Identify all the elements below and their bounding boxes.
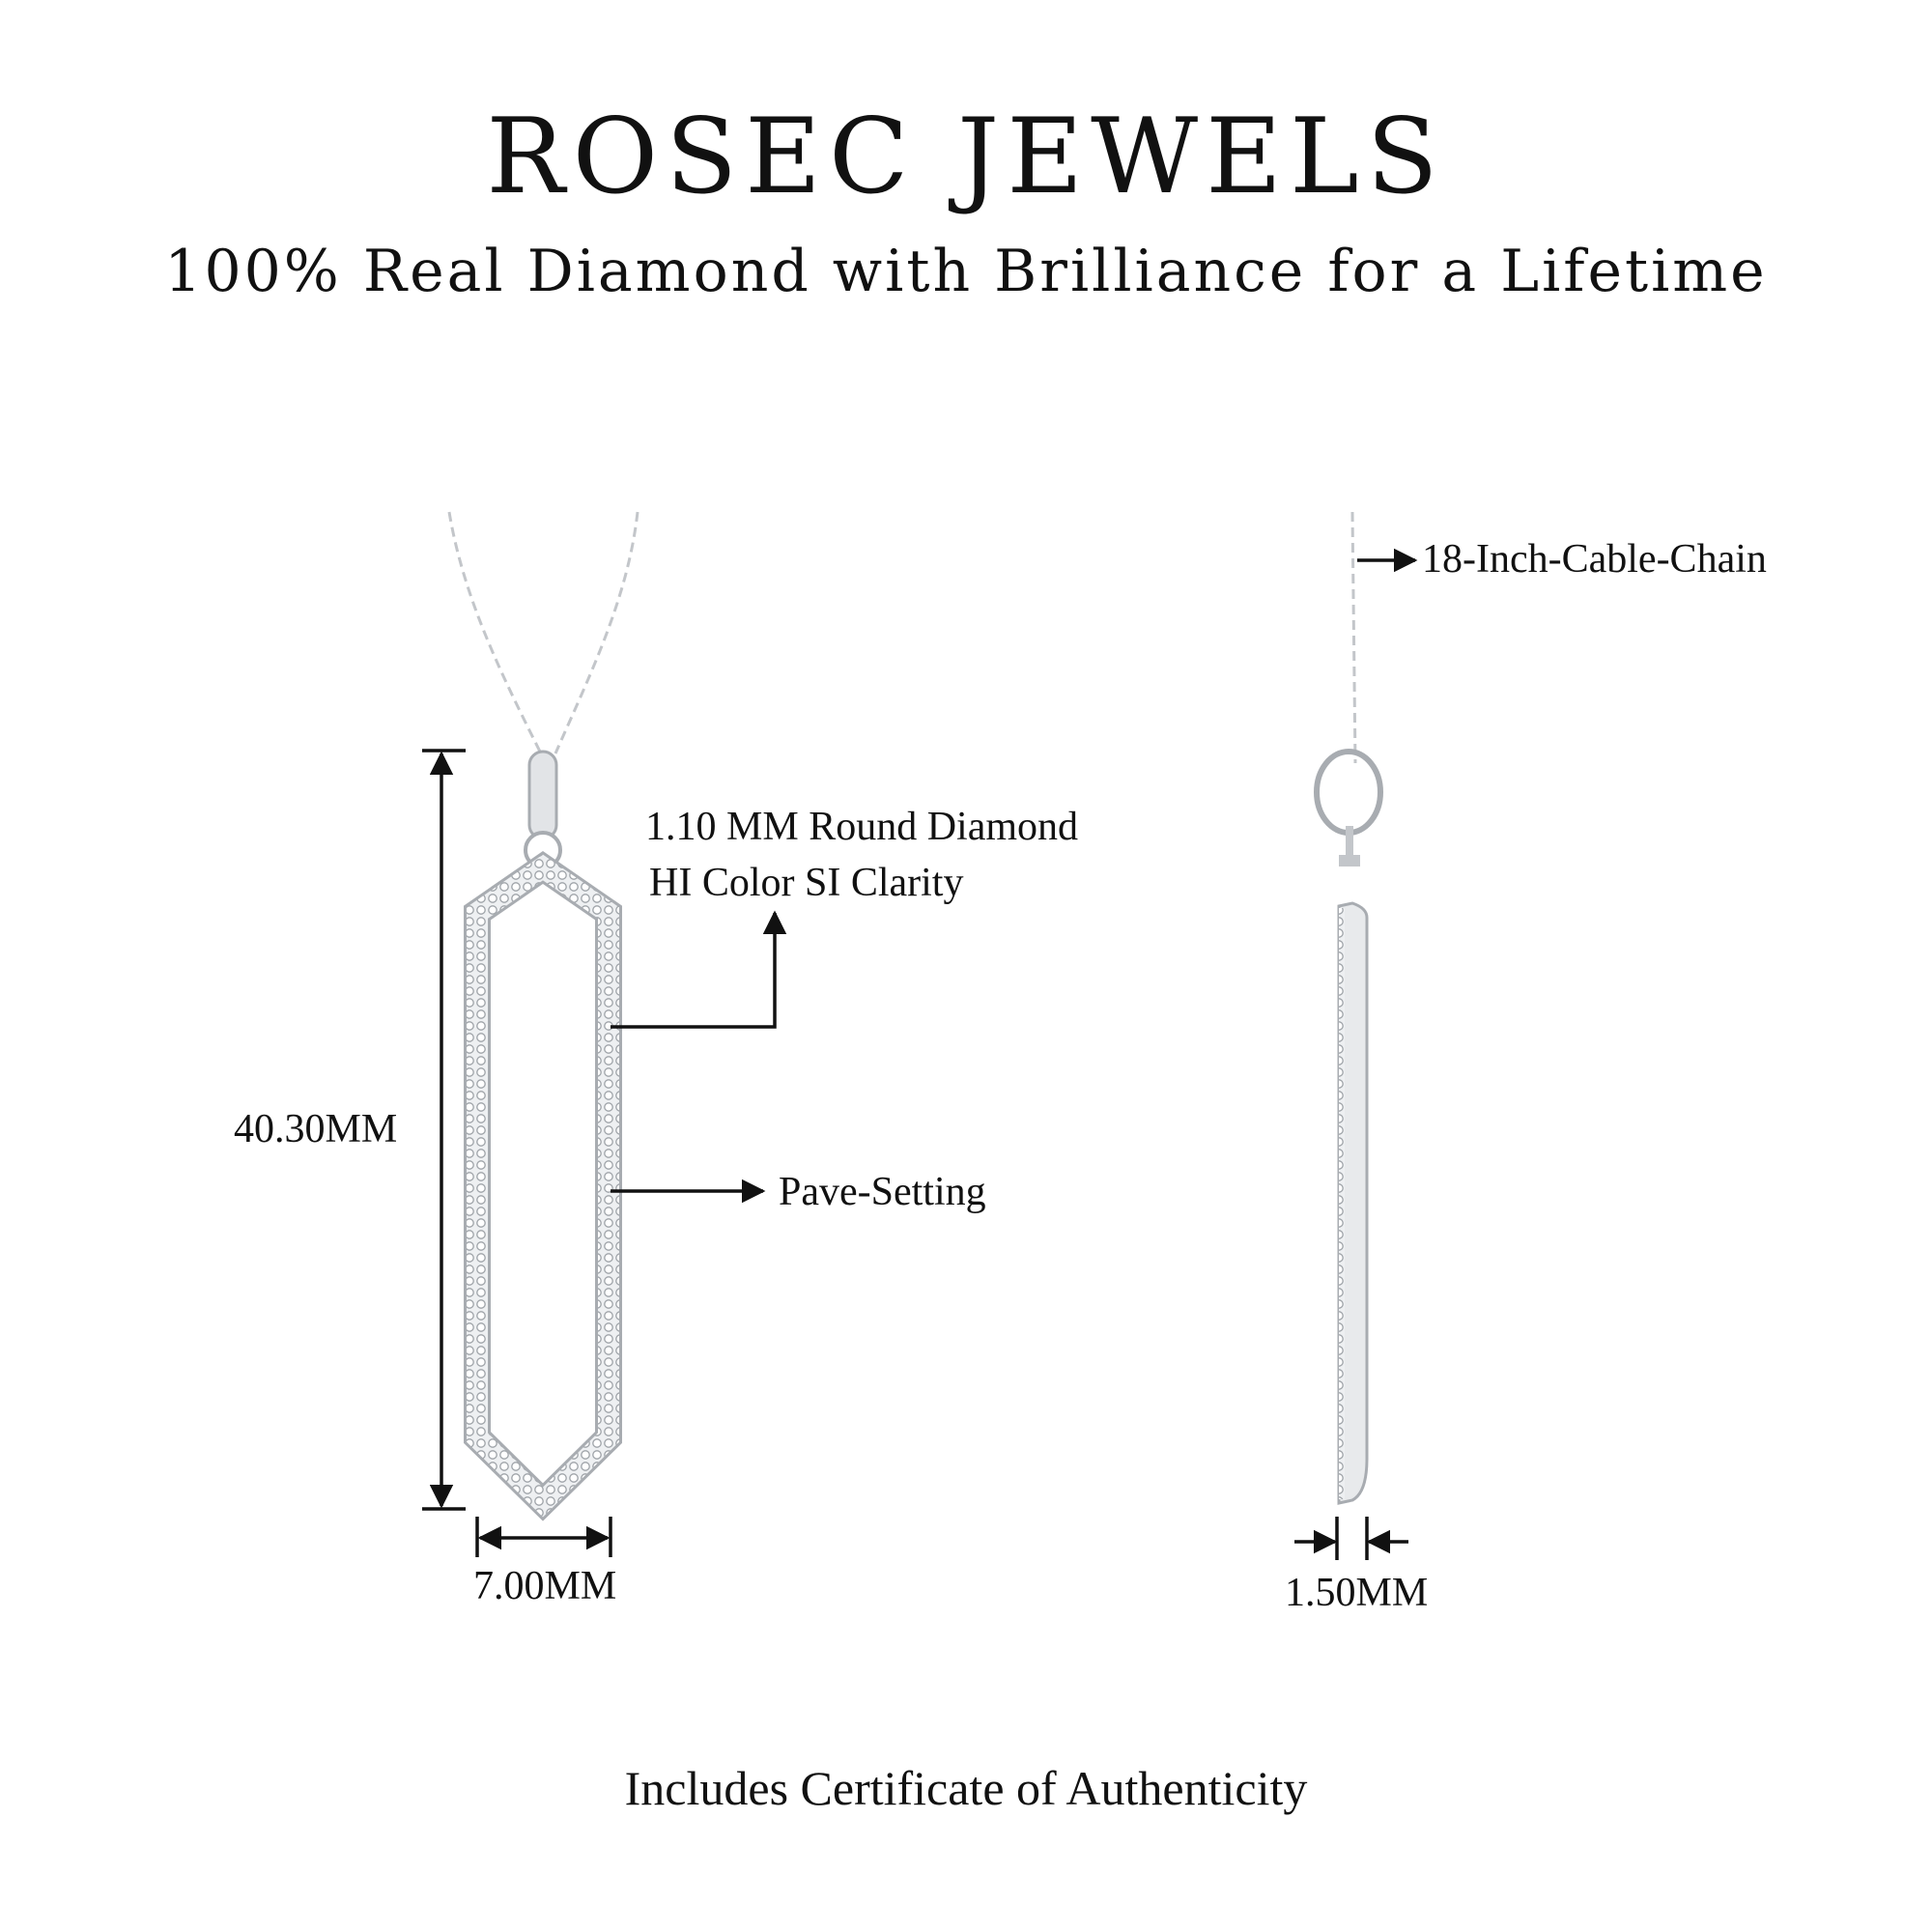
- setting-label: Pave-Setting: [779, 1170, 986, 1214]
- width-label: 7.00MM: [473, 1564, 617, 1608]
- side-pendant: [1337, 855, 1369, 1505]
- length-label: 40.30MM: [234, 1107, 398, 1151]
- diamond-label-line1: 1.10 MM Round Diamond: [645, 805, 1079, 849]
- width-dimension: [475, 1517, 612, 1557]
- diamond-callout: [611, 910, 787, 1029]
- side-chain: [1350, 511, 1357, 764]
- front-bail: [524, 750, 562, 869]
- certificate-note: Includes Certificate of Authenticity: [624, 1761, 1308, 1815]
- length-dimension: [422, 749, 466, 1511]
- chain-label: 18-Inch-Cable-Chain: [1422, 537, 1767, 582]
- front-pendant: [464, 850, 622, 1521]
- side-bail: [1314, 749, 1383, 855]
- diamond-label-line2: HI Color SI Clarity: [649, 861, 964, 905]
- brand-title: ROSEC JEWELS: [486, 97, 1446, 217]
- front-chain: [447, 511, 639, 754]
- tagline: 100% Real Diamond with Brilliance for a …: [164, 238, 1768, 305]
- thickness-label: 1.50MM: [1285, 1571, 1429, 1615]
- thickness-dimension: [1294, 1517, 1408, 1560]
